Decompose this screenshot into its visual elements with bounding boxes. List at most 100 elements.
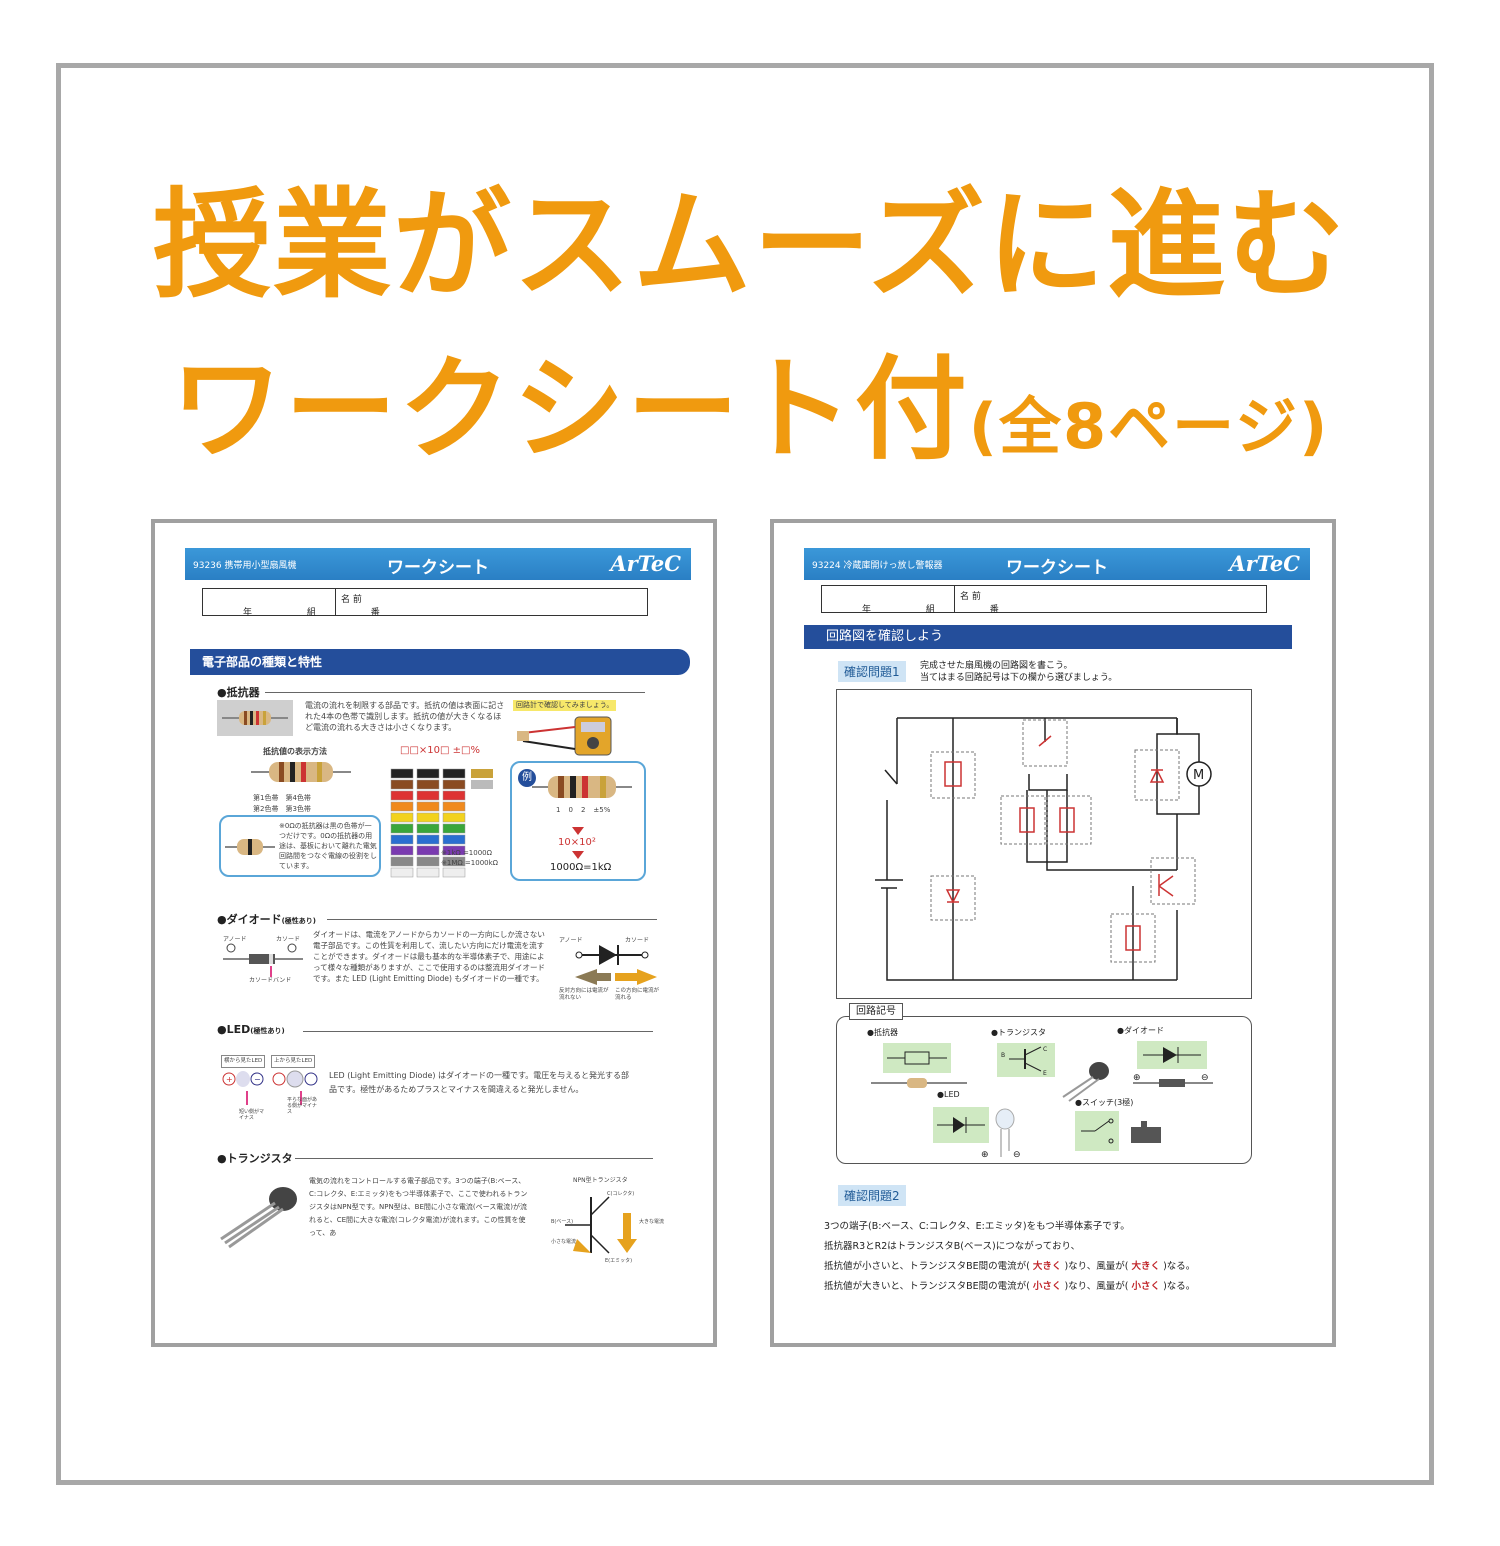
worksheet-left: 93236 携帯用小型扇風機 ワークシート ArTeC 年 組 番 名 前 電子… — [151, 519, 717, 1347]
reverse-direction-label: 反対方向には電流が流れない — [559, 988, 609, 1001]
worksheet-title: ワークシート — [1006, 558, 1108, 578]
question2-tag: 確認問題2 — [838, 1185, 906, 1206]
symbol-switch-label: ●スイッチ(3極) — [1075, 1098, 1134, 1107]
svg-text:C: C — [1043, 1046, 1047, 1053]
question1-text1: 完成させた扇風機の回路図を書こう。 — [920, 661, 1073, 671]
svg-text:アノード: アノード — [223, 936, 246, 943]
question1-tag: 確認問題1 — [838, 661, 906, 682]
display-method-title: 抵抗値の表示方法 — [263, 747, 327, 756]
diode-description: ダイオードは、電流をアノードからカソードの一方向にしか流さない電子部品です。この… — [313, 930, 545, 983]
symbol-cathode-label: カソード — [625, 937, 650, 944]
led-heading: ●LED(極性あり) — [217, 1023, 285, 1036]
example-digits: 102±5% — [556, 806, 611, 814]
svg-text:⊕: ⊕ — [981, 1150, 989, 1160]
question1-text2: 当てはまる回路記号は下の欄から選びましょう。 — [920, 673, 1118, 683]
svg-text:+: + — [226, 1075, 233, 1084]
product-code: 93224 冷蔵庫開けっ放し警報器 — [812, 561, 943, 571]
svg-text:カソード: カソード — [276, 936, 300, 943]
name-label: 名 前 — [960, 592, 981, 602]
color-code-table — [387, 763, 497, 881]
multimeter-illustration — [515, 713, 630, 758]
artec-logo: ArTeC — [610, 551, 681, 576]
svg-text:⊕: ⊕ — [1133, 1073, 1141, 1083]
small-current-label: 小さな電流 — [551, 1239, 577, 1245]
led-description: LED (Light Emitting Diode) はダイオードの一種です。電… — [329, 1071, 630, 1094]
class-label: 年 組 番 — [243, 608, 406, 618]
resistor-photo — [217, 700, 293, 736]
name-box: 年 組 番 名 前 — [202, 588, 648, 618]
led-illustration: +− — [221, 1067, 321, 1107]
section-title: 回路図を確認しよう — [804, 625, 1292, 649]
answer-blank: 小さく — [1032, 1281, 1062, 1292]
example-result: 1000Ω=1kΩ — [550, 862, 612, 873]
transistor-illustration — [213, 1183, 303, 1253]
question2-line1: 3つの端子(B:ベース、C:コレクタ、E:エミッタ)をもつ半導体素子です。 — [824, 1221, 1130, 1232]
emitter-label: E(エミッタ) — [605, 1258, 633, 1264]
led-side-tag: 横から見たLED — [221, 1055, 266, 1068]
example-formula: 10×10² — [558, 837, 596, 848]
name-label: 名 前 — [341, 595, 362, 605]
class-label: 年 組 番 — [862, 605, 1025, 615]
diode-heading: ●ダイオード(極性あり) — [217, 913, 317, 926]
artec-logo: ArTeC — [1229, 551, 1300, 576]
symbol-transistor-label: ●トランジスタ — [991, 1028, 1046, 1037]
outer-frame — [56, 63, 1434, 1485]
section-title: 電子部品の種類と特性 — [190, 649, 690, 675]
question2-line2: 抵抗器R3とR2はトランジスタB(ベース)につながっており、 — [824, 1241, 1081, 1252]
resistor-formula: □□×10□ ±□% — [400, 745, 480, 756]
zero-ohm-note: ※0Ωの抵抗器は黒の色帯が一つだけです。0Ωの抵抗器の用途は、基板において離れた… — [279, 822, 377, 870]
symbol-led-label: ●LED — [937, 1090, 960, 1099]
question2-line3: 抵抗値が小さいと、トランジスタBE間の電流が( 大きく )なり、風量が( 大きく… — [824, 1261, 1196, 1272]
question2-text: 3つの端子(B:ベース、C:コレクタ、E:エミッタ)をもつ半導体素子です。 抵抗… — [824, 1217, 1314, 1297]
band-labels: 第1色帯 第4色帯 第2色帯 第3色帯 — [253, 794, 311, 813]
svg-text:B: B — [1001, 1052, 1005, 1059]
question2-line4: 抵抗値が大きいと、トランジスタBE間の電流が( 小さく )なり、風量が( 小さく… — [824, 1281, 1196, 1292]
worksheet-right: 93224 冷蔵庫開けっ放し警報器 ワークシート ArTeC 年 組 番 名 前… — [770, 519, 1336, 1347]
motor-label: M — [1193, 768, 1204, 783]
led-minus-side: 短い側がマイナス — [239, 1109, 265, 1121]
worksheet-header-bar: 93236 携帯用小型扇風機 ワークシート ArTeC — [185, 548, 691, 580]
npn-diagram-title: NPN型トランジスタ — [573, 1177, 628, 1184]
base-label: B(ベース) — [551, 1219, 574, 1225]
svg-text:⊖: ⊖ — [1013, 1150, 1021, 1160]
zero-ohm-note-box: ※0Ωの抵抗器は黒の色帯が一つだけです。0Ωの抵抗器の用途は、基板において離れた… — [219, 815, 381, 877]
name-box: 年 組 番 名 前 — [821, 585, 1267, 615]
headline-line1: 授業がスムーズに進む — [152, 176, 1348, 314]
npn-diagram — [551, 1187, 667, 1267]
transistor-heading: ●トランジスタ — [217, 1152, 293, 1165]
transistor-description: 電気の流れをコントロールする電子部品です。3つの端子(B:ベース、C:コレクタ、… — [309, 1177, 528, 1237]
cathode-band-label: カソードバンド — [249, 977, 292, 984]
unit-note-1: ※1kΩ =1000Ω — [441, 849, 492, 857]
symbol-resistor-label: ●抵抗器 — [867, 1028, 898, 1037]
product-code: 93236 携帯用小型扇風機 — [193, 561, 297, 571]
headline-line2: ワークシート付(全8ページ) — [0, 345, 1500, 492]
diode-illustration: アノード カソード — [221, 933, 305, 979]
meter-label: 回路計で確認してみましょう。 — [513, 700, 617, 711]
answer-blank: 小さく — [1131, 1281, 1161, 1292]
answer-blank: 大きく — [1032, 1261, 1062, 1272]
symbol-anode-label: アノード — [559, 937, 583, 944]
led-minus-flat: 平らな面がある側がマイナス — [287, 1097, 318, 1115]
symbols-tag: 回路記号 — [849, 1003, 903, 1020]
collector-label: C(コレクタ) — [607, 1191, 635, 1197]
example-box: 例 102±5% 10×10² 1000Ω=1kΩ — [510, 761, 646, 881]
worksheet-title: ワークシート — [387, 558, 489, 578]
resistor-description: 電流の流れを制限する部品です。抵抗の値は表面に記された4本の色帯で識別します。抵… — [305, 701, 505, 732]
example-tag: 例 — [518, 769, 536, 787]
answer-blank: 大きく — [1131, 1261, 1161, 1272]
svg-text:⊖: ⊖ — [1201, 1073, 1209, 1083]
circuit-symbols-box: 回路記号 ●抵抗器 ●トランジスタ ●ダイオード ●LED ●スイッチ(3極) … — [836, 1003, 1252, 1164]
diode-symbol-diagram — [557, 933, 667, 1003]
circuit-diagram: M — [836, 689, 1252, 999]
led-top-tag: 上から見たLED — [271, 1055, 316, 1068]
banded-resistor — [251, 758, 351, 790]
resistor-heading: ●抵抗器 — [217, 686, 260, 699]
headline-page-count: (全8ページ) — [968, 390, 1330, 463]
large-current-label: 大きな電流 — [639, 1219, 665, 1225]
svg-text:−: − — [254, 1075, 261, 1084]
svg-text:E: E — [1043, 1070, 1047, 1077]
unit-note-2: ※1MΩ =1000kΩ — [441, 859, 499, 867]
forward-direction-label: この方向に電流が流れる — [615, 988, 660, 1001]
worksheet-header-bar: 93224 冷蔵庫開けっ放し警報器 ワークシート ArTeC — [804, 548, 1310, 580]
symbol-diode-label: ●ダイオード — [1117, 1026, 1164, 1035]
